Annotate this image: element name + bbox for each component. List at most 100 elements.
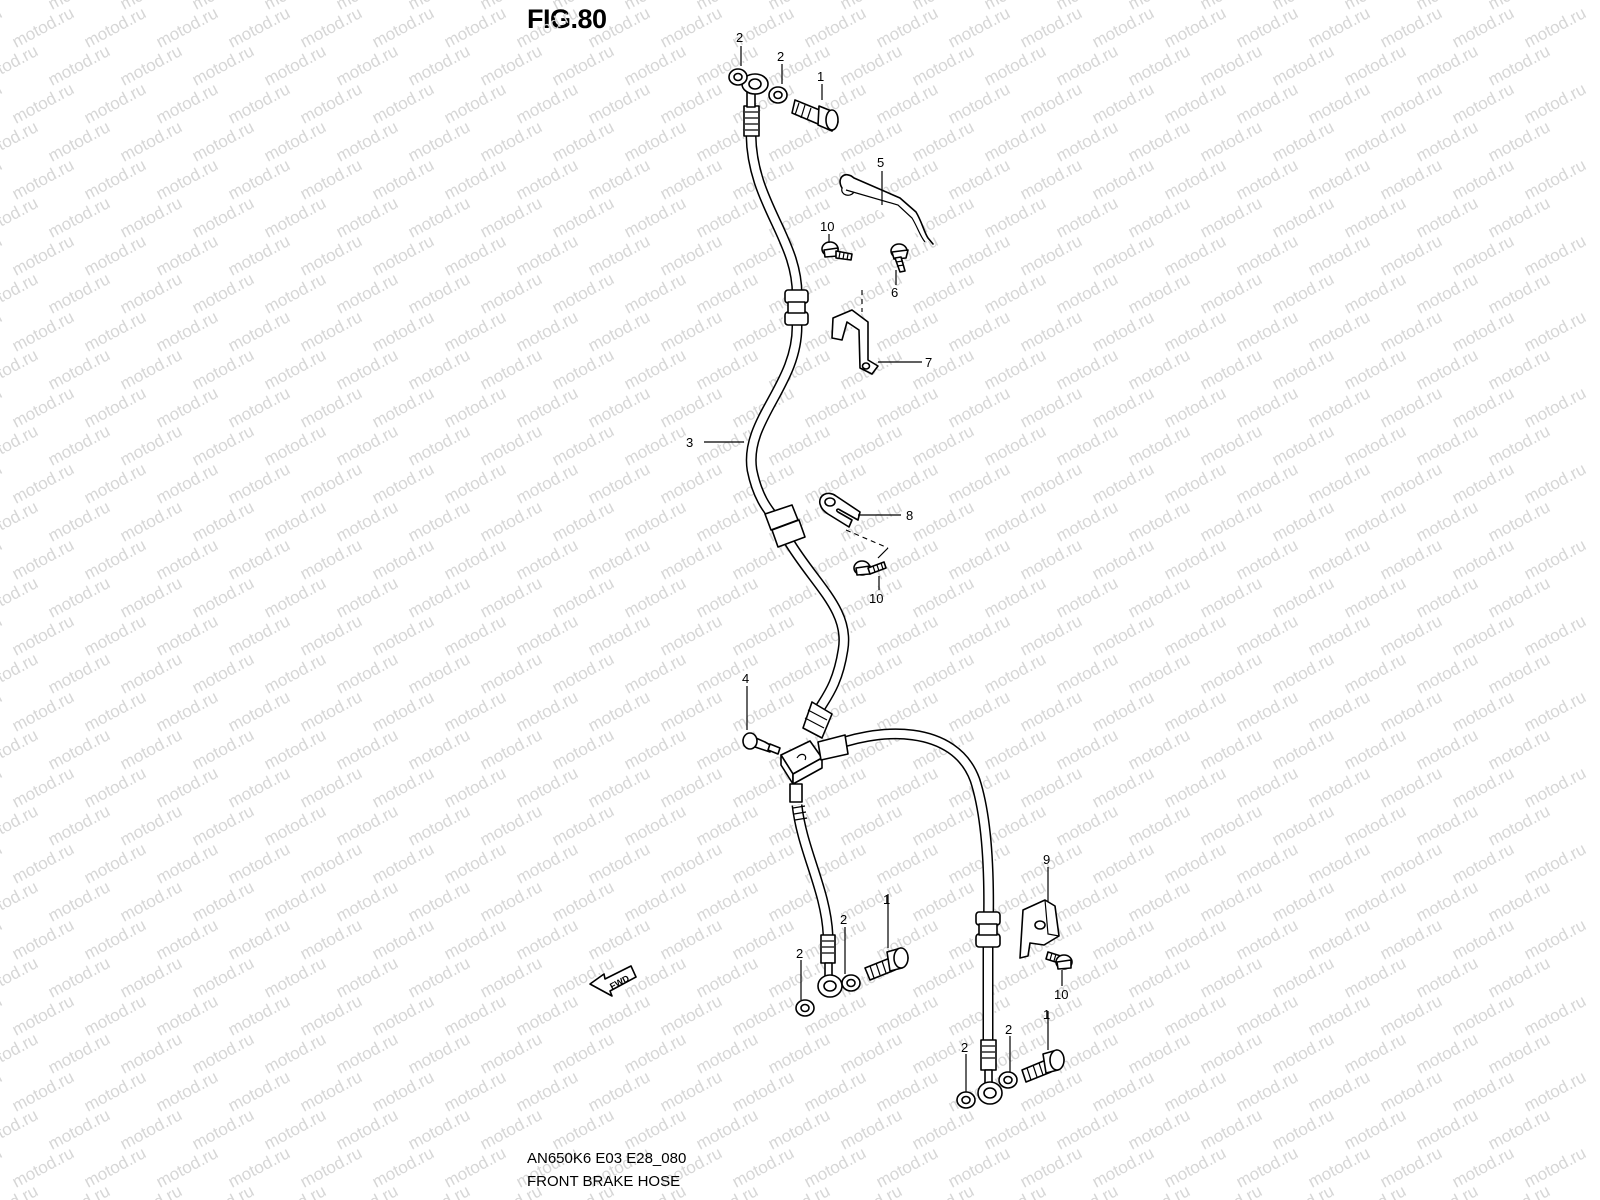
watermark-text: motod.ru <box>1233 535 1301 583</box>
watermark-text: motod.ru <box>549 117 617 165</box>
brake-hose-upper <box>741 73 850 739</box>
watermark-text: motod.ru <box>513 79 581 127</box>
watermark-text: motod.ru <box>405 345 473 393</box>
watermark-text: motod.ru <box>1053 649 1121 697</box>
watermark-text: motod.ru <box>1449 991 1517 1039</box>
watermark-text: motod.ru <box>1269 497 1337 545</box>
watermark-text: motod.ru <box>1269 269 1337 317</box>
watermark-text: motod.ru <box>153 611 221 659</box>
watermark-text: motod.ru <box>1197 345 1265 393</box>
watermark-text: motod.ru <box>1269 1029 1337 1077</box>
watermark-text: motod.ru <box>225 763 293 811</box>
watermark-text: motod.ru <box>9 839 77 887</box>
washer-lower-right-a <box>956 1091 976 1109</box>
watermark-text: motod.ru <box>1017 459 1085 507</box>
watermark-text: motod.ru <box>945 79 1013 127</box>
figure-code: AN650K6 E03 E28_080 <box>527 1150 687 1167</box>
watermark-text: motod.ru <box>1449 231 1517 279</box>
watermark-text: motod.ru <box>1089 991 1157 1039</box>
watermark-text: motod.ru <box>261 41 329 89</box>
watermark-text: motod.ru <box>909 345 977 393</box>
watermark-text: motod.ru <box>1017 991 1085 1039</box>
callout-2-lower-left-b: 2 <box>840 912 847 927</box>
watermark-text: motod.ru <box>1413 1029 1481 1077</box>
watermark-text: motod.ru <box>1233 3 1301 51</box>
watermark-text: motod.ru <box>1233 155 1301 203</box>
watermark-text: motod.ru <box>1449 307 1517 355</box>
watermark-text: motod.ru <box>1161 307 1229 355</box>
watermark-text: motod.ru <box>117 421 185 469</box>
watermark-text: motod.ru <box>0 801 41 849</box>
watermark-text: motod.ru <box>513 839 581 887</box>
watermark-text: motod.ru <box>297 383 365 431</box>
watermark-text: motod.ru <box>873 307 941 355</box>
watermark-text: motod.ru <box>1161 1067 1229 1115</box>
watermark-text: motod.ru <box>117 725 185 773</box>
watermark-text: motod.ru <box>729 611 797 659</box>
union-bolt-lower-right <box>1021 1049 1065 1083</box>
watermark-text: motod.ru <box>1017 231 1085 279</box>
watermark-text: motod.ru <box>513 1067 581 1115</box>
watermark-text: motod.ru <box>657 763 725 811</box>
hose-bracket-7 <box>831 309 879 375</box>
watermark-text: motod.ru <box>1125 1029 1193 1077</box>
leader-lines <box>704 46 1063 1092</box>
watermark-text: motod.ru <box>1413 117 1481 165</box>
watermark-text: motod.ru <box>117 117 185 165</box>
watermark-text: motod.ru <box>1341 345 1409 393</box>
watermark-text: motod.ru <box>585 763 653 811</box>
watermark-text: motod.ru <box>153 383 221 431</box>
watermark-text: motod.ru <box>441 79 509 127</box>
watermark-text: motod.ru <box>153 763 221 811</box>
watermark-text: motod.ru <box>513 991 581 1039</box>
watermark-text: motod.ru <box>369 3 437 51</box>
watermark-text: motod.ru <box>441 839 509 887</box>
watermark-text: motod.ru <box>477 269 545 317</box>
watermark-text: motod.ru <box>1017 763 1085 811</box>
callout-2-top-right: 2 <box>777 49 784 64</box>
watermark-text: motod.ru <box>189 497 257 545</box>
watermark-text: motod.ru <box>1161 231 1229 279</box>
watermark-text: motod.ru <box>1053 1181 1121 1200</box>
washer-lower-right-b <box>998 1071 1018 1089</box>
watermark-text: motod.ru <box>189 193 257 241</box>
watermark-text: motod.ru <box>45 269 113 317</box>
watermark-text: motod.ru <box>1053 725 1121 773</box>
watermark-text: motod.ru <box>261 953 329 1001</box>
watermark-text: motod.ru <box>1269 801 1337 849</box>
watermark-text: motod.ru <box>1269 877 1337 925</box>
watermark-text: motod.ru <box>1197 725 1265 773</box>
watermark-text: motod.ru <box>945 383 1013 431</box>
watermark-text: motod.ru <box>981 1181 1049 1200</box>
watermark-text: motod.ru <box>981 649 1049 697</box>
watermark-text: motod.ru <box>117 269 185 317</box>
watermark-text: motod.ru <box>1377 687 1445 735</box>
watermark-text: motod.ru <box>0 725 41 773</box>
watermark-text: motod.ru <box>9 3 77 51</box>
watermark-text: motod.ru <box>477 573 545 621</box>
watermark-text: motod.ru <box>909 573 977 621</box>
watermark-text: motod.ru <box>261 1181 329 1200</box>
watermark-text: motod.ru <box>297 915 365 963</box>
watermark-text: motod.ru <box>1269 345 1337 393</box>
watermark-text: motod.ru <box>1521 231 1589 279</box>
watermark-text: motod.ru <box>621 41 689 89</box>
watermark-text: motod.ru <box>225 79 293 127</box>
watermark-text: motod.ru <box>189 649 257 697</box>
watermark-text: motod.ru <box>225 991 293 1039</box>
watermark-text: motod.ru <box>1341 117 1409 165</box>
watermark-text: motod.ru <box>909 421 977 469</box>
watermark-text: motod.ru <box>9 991 77 1039</box>
watermark-text: motod.ru <box>477 801 545 849</box>
watermark-text: motod.ru <box>45 193 113 241</box>
watermark-text: motod.ru <box>1089 915 1157 963</box>
watermark-text: motod.ru <box>549 345 617 393</box>
watermark-text: motod.ru <box>621 117 689 165</box>
watermark-text: motod.ru <box>441 991 509 1039</box>
watermark-text: motod.ru <box>981 573 1049 621</box>
watermark-text: motod.ru <box>0 497 41 545</box>
watermark-text: motod.ru <box>513 687 581 735</box>
watermark-text: motod.ru <box>153 991 221 1039</box>
watermark-text: motod.ru <box>1521 383 1589 431</box>
watermark-text: motod.ru <box>153 535 221 583</box>
